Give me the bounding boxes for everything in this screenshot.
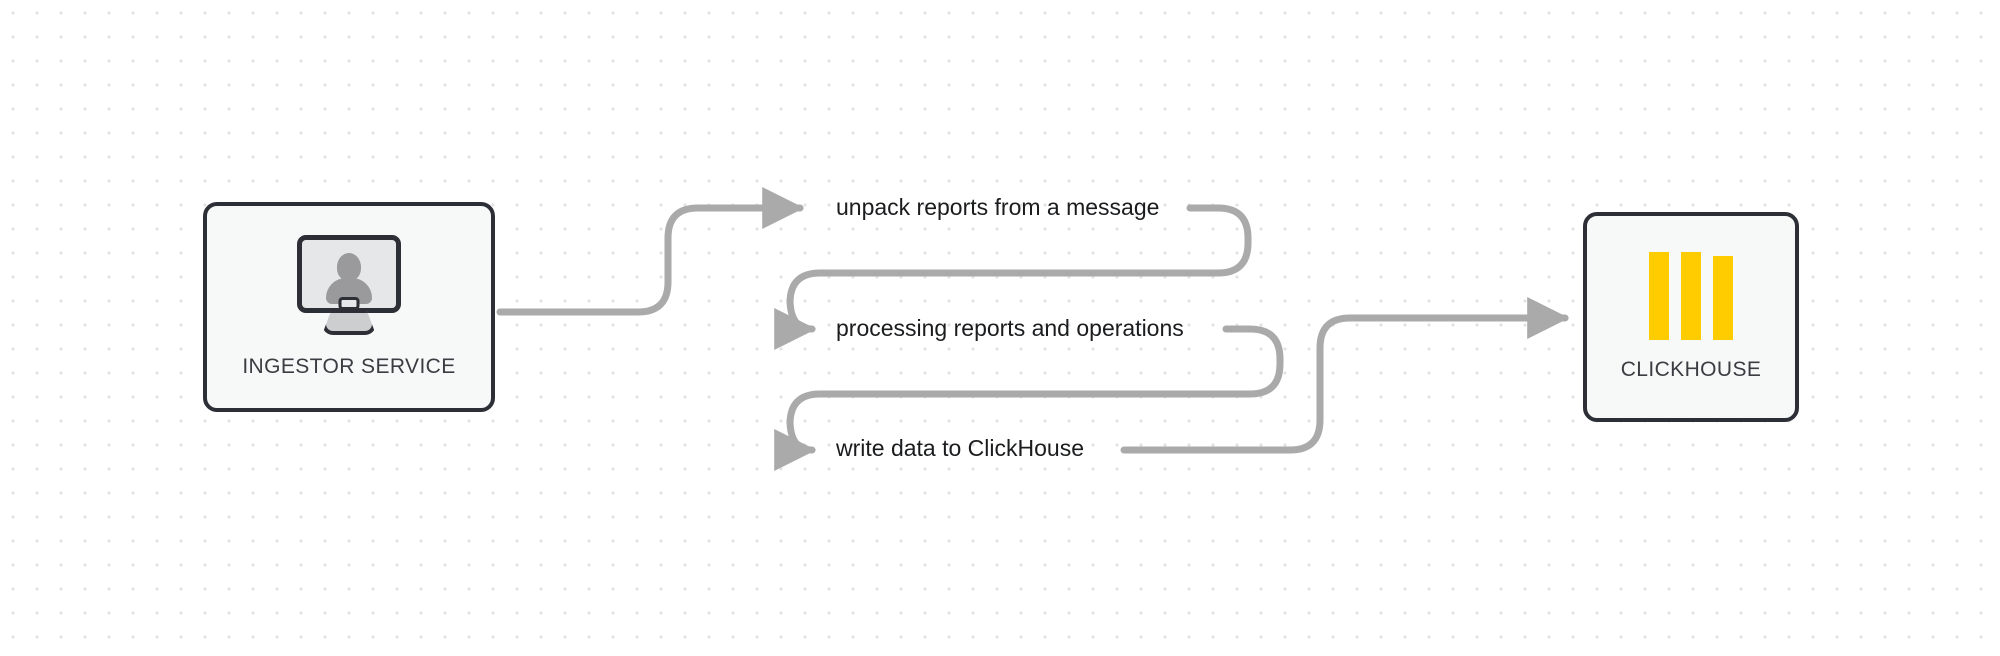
- node-ingestor-service[interactable]: INGESTOR SERVICE: [203, 202, 495, 412]
- monitor-screen-icon: [297, 235, 401, 313]
- monitor-user-icon: [291, 235, 407, 339]
- monitor-stand-icon: [322, 309, 376, 335]
- edge-path-step1-to-step2: [774, 204, 1252, 350]
- edge-label-unpack-reports: unpack reports from a message: [836, 194, 1160, 220]
- edge-label-processing-reports: processing reports and operations: [836, 315, 1184, 341]
- clickhouse-bar-1-icon: [1649, 252, 1669, 340]
- node-clickhouse[interactable]: CLICKHOUSE: [1583, 212, 1799, 422]
- node-ingestor-service-label: INGESTOR SERVICE: [242, 355, 456, 378]
- edge-label-write-data: write data to ClickHouse: [836, 435, 1084, 461]
- edge-path-ingestor-to-step1: [496, 187, 805, 316]
- monitor-notch-icon: [338, 297, 360, 310]
- edge-path-step2-to-step3: [774, 325, 1284, 471]
- edge-path-step3-to-clickhouse: [1120, 297, 1570, 454]
- clickhouse-bar-2-icon: [1681, 252, 1701, 340]
- clickhouse-bar-3-icon: [1713, 256, 1733, 340]
- user-head-icon: [337, 253, 361, 281]
- clickhouse-bars-icon: [1649, 252, 1733, 340]
- node-clickhouse-label: CLICKHOUSE: [1620, 358, 1762, 381]
